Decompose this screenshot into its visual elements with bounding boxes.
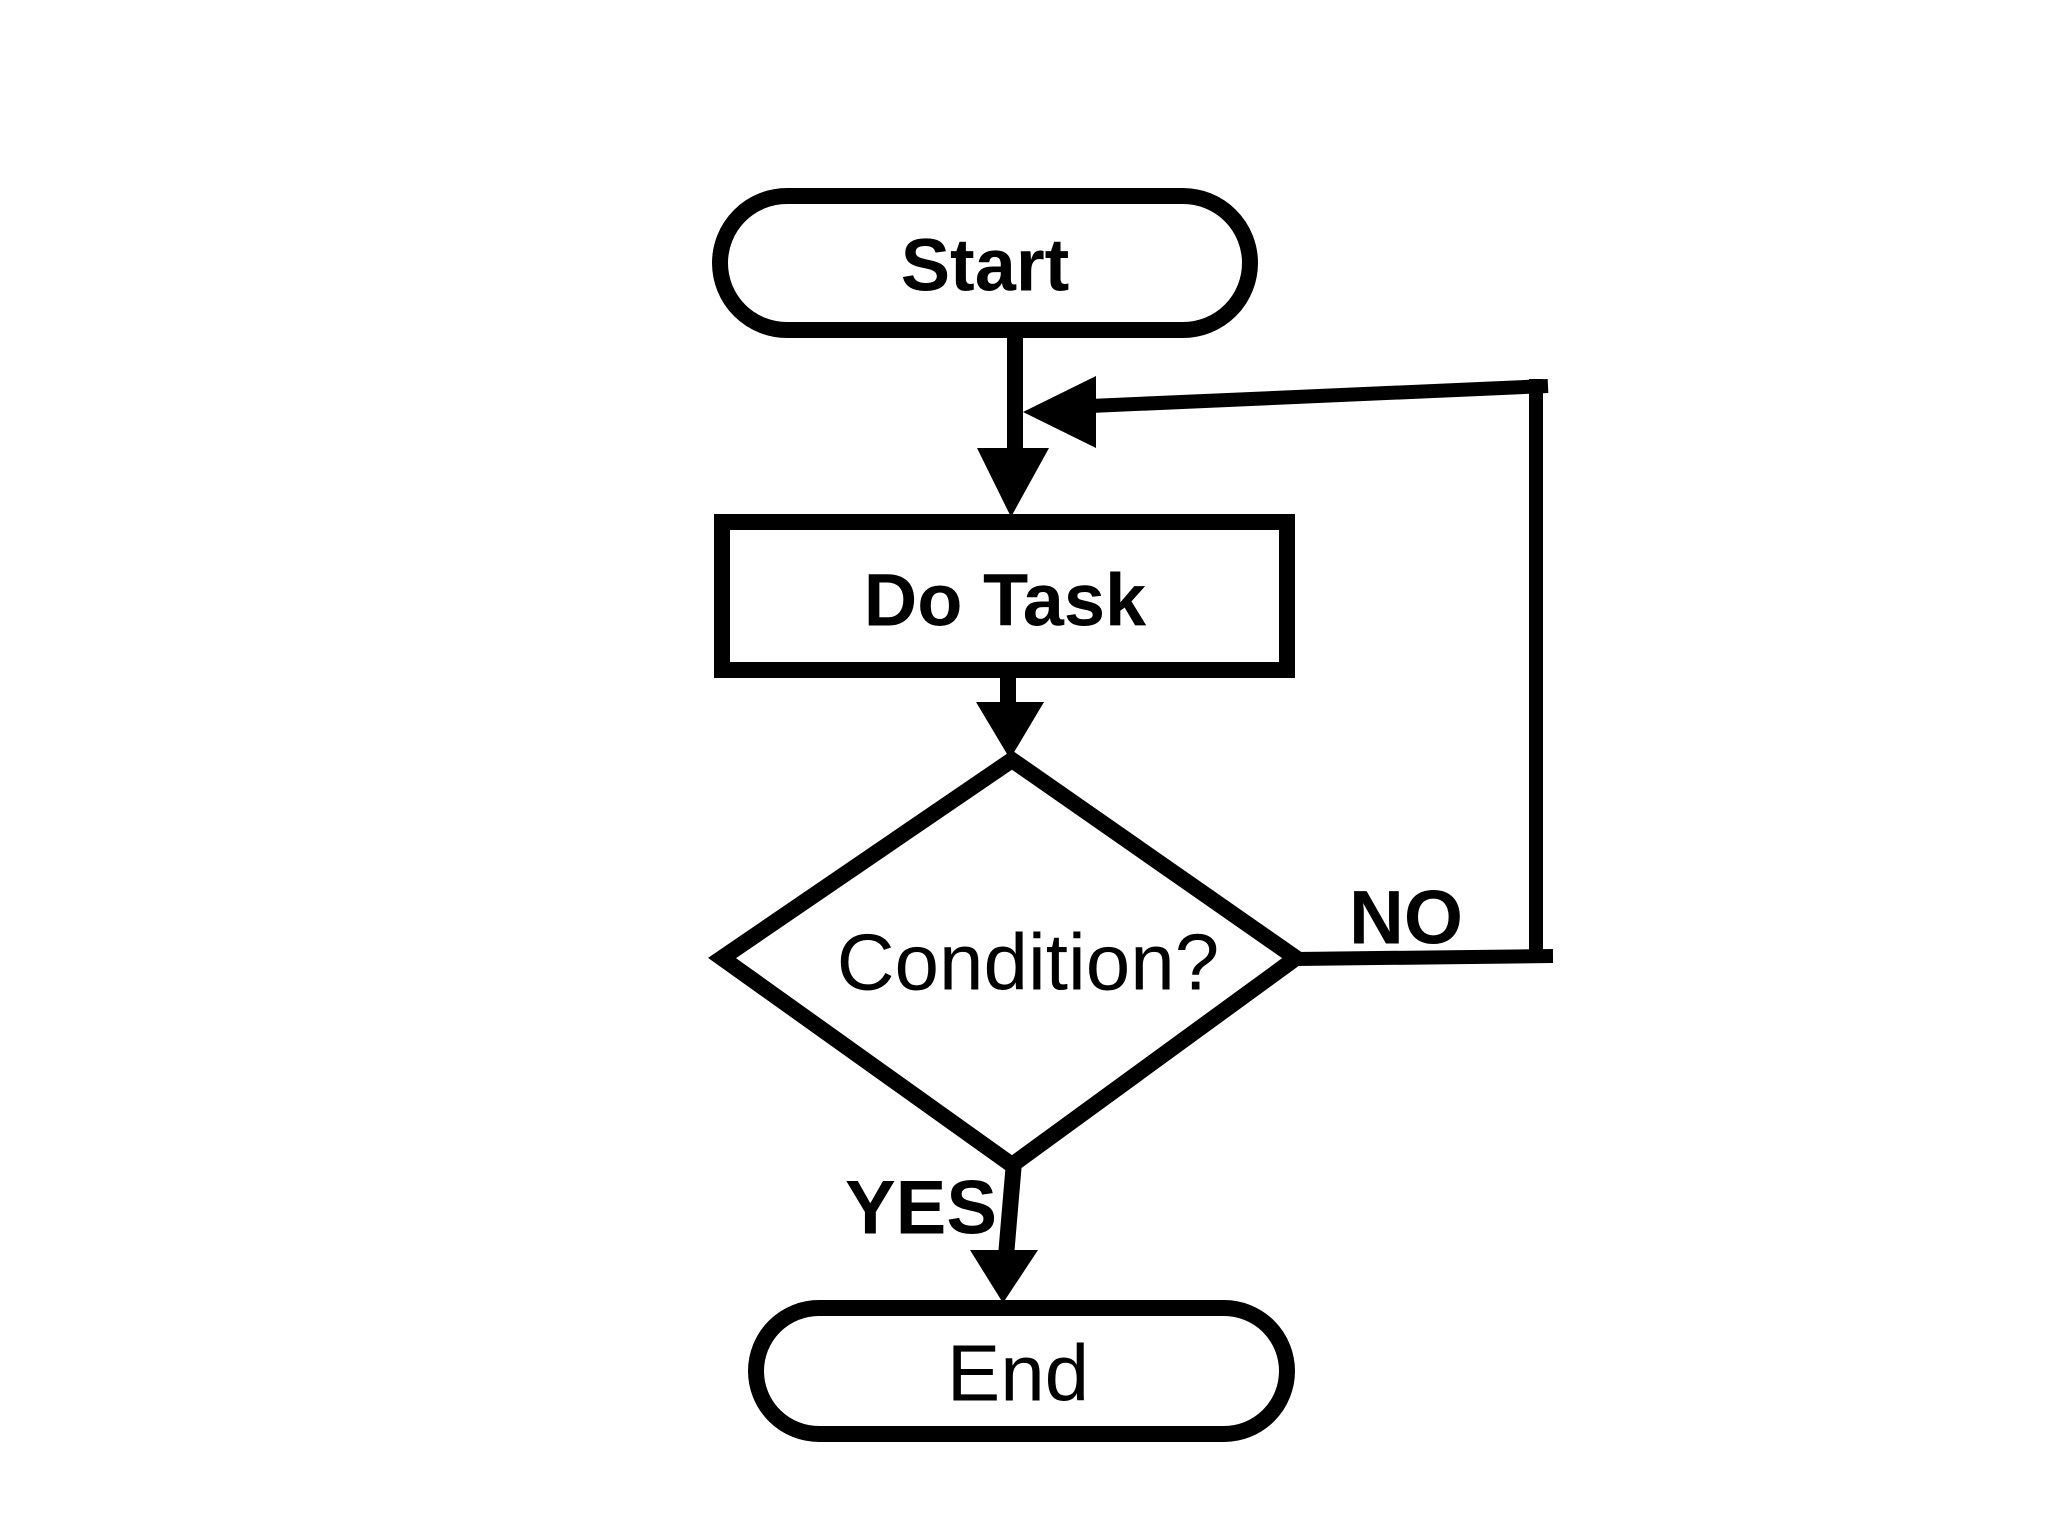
arrowhead-into-dotask	[977, 448, 1049, 517]
condition-node-shape	[708, 750, 1310, 1175]
condition-node: Condition?	[708, 750, 1310, 1175]
start-node-label: Start	[901, 224, 1070, 307]
end-node-label: End	[947, 1329, 1089, 1418]
do-task-node-shape	[714, 514, 1295, 678]
no-loop-top-line	[1089, 379, 1549, 413]
start-node: Start	[712, 188, 1258, 338]
start-node-shape	[712, 188, 1258, 338]
do-task-node-label: Do Task	[864, 559, 1147, 642]
arrowhead-no-loop-merge	[1023, 376, 1096, 448]
condition-node-label: Condition?	[837, 918, 1220, 1007]
edge-label-yes: YES	[845, 1166, 997, 1251]
edge-condition-to-end-yes	[998, 1161, 1022, 1257]
do-task-node: Do Task	[714, 514, 1295, 678]
edge-condition-to-dotask-no	[1089, 379, 1554, 966]
arrowhead-into-condition	[976, 702, 1044, 759]
no-loop-bottom-line	[1295, 949, 1554, 966]
arrowhead-into-end	[970, 1250, 1038, 1303]
end-node-shape	[748, 1300, 1295, 1442]
edge-condition-to-end-line	[998, 1161, 1022, 1257]
edge-label-no: NO	[1349, 876, 1463, 961]
end-node: End	[748, 1300, 1295, 1442]
